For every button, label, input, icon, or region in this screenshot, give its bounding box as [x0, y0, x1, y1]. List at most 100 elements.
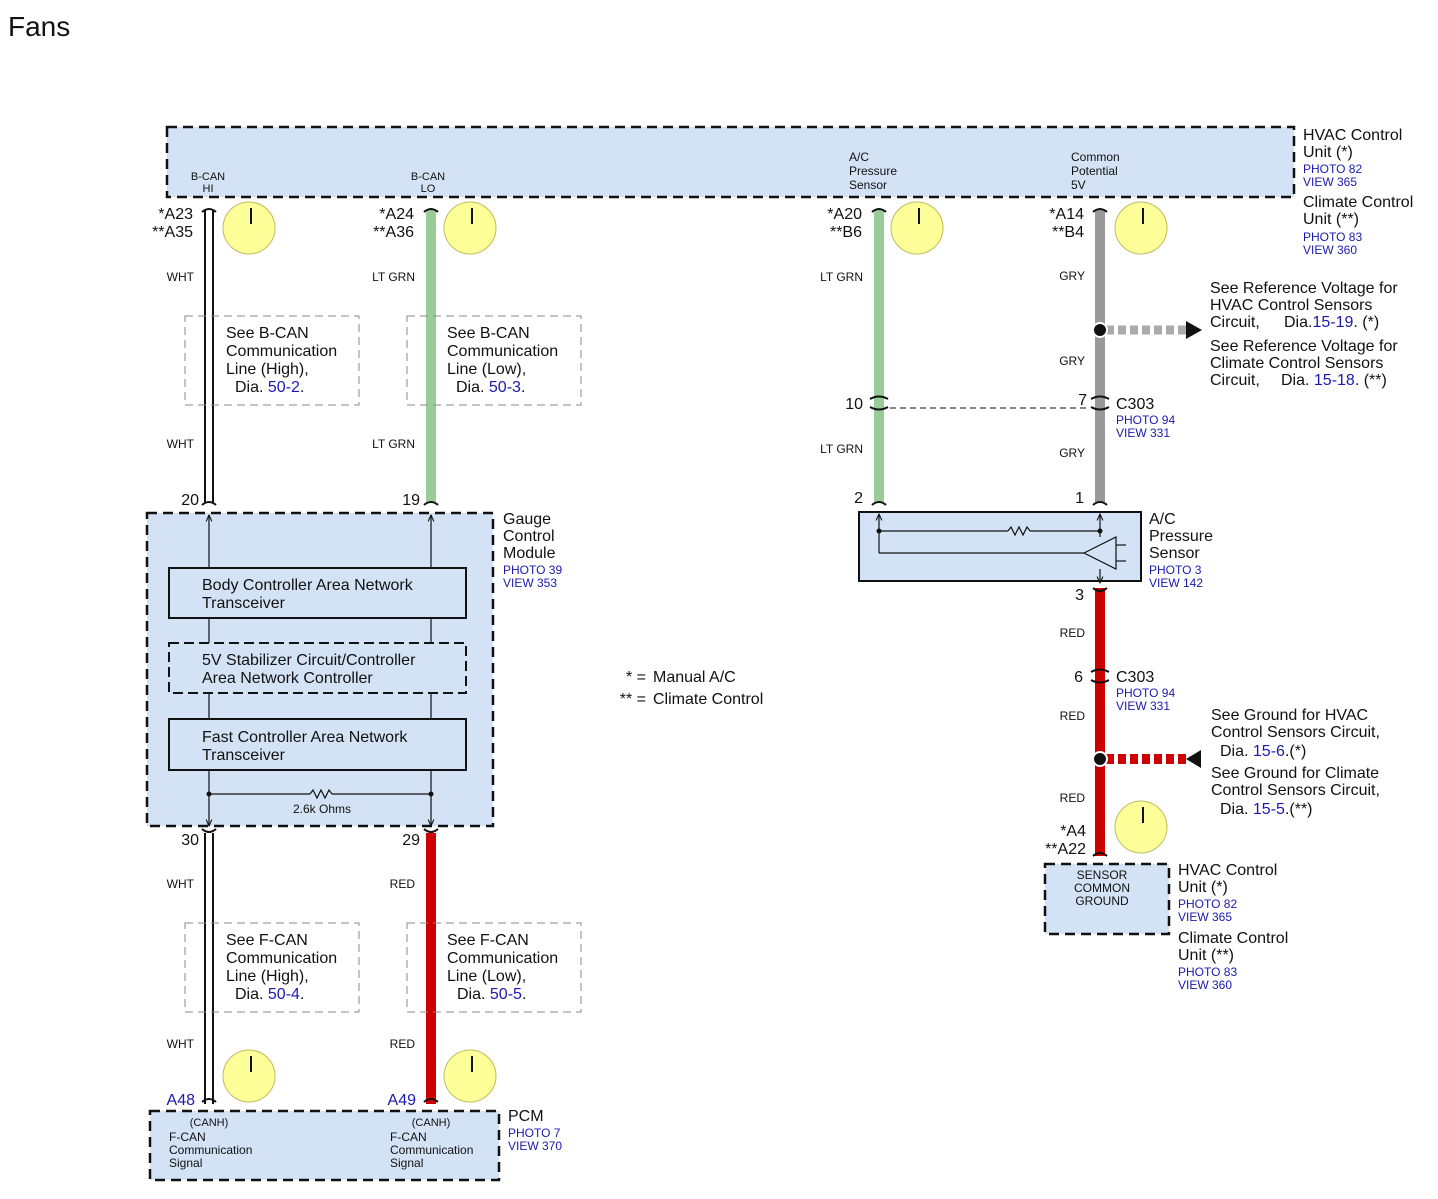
test-point-icon[interactable] — [1114, 201, 1168, 255]
svg-text:Dia.15-19. (*): Dia.15-19. (*) — [1284, 314, 1379, 331]
pcm-pin-a49[interactable]: A49 — [388, 1092, 417, 1109]
c303-photo-link[interactable]: PHOTO 94 — [1116, 413, 1175, 427]
ground-hvac-link[interactable]: 15-6 — [1253, 743, 1285, 760]
fast-can-transceiver-block — [168, 718, 467, 771]
pcm-pin-a48[interactable]: A48 — [167, 1092, 196, 1109]
test-point-icon[interactable] — [222, 1049, 276, 1103]
dia-end: . (*) — [1353, 314, 1379, 331]
terminal-a23: *A23**A35 — [152, 206, 193, 241]
ref-voltage-hvac-link[interactable]: 15-19 — [1312, 314, 1353, 331]
svg-text:Dia. 50-5.: Dia. 50-5. — [457, 986, 526, 1003]
wire-label-wht: WHT — [167, 1037, 195, 1051]
svg-text:Dia. 15-5.(**): Dia. 15-5.(**) — [1220, 801, 1313, 818]
svg-text:Dia. 50-3.: Dia. 50-3. — [456, 379, 525, 396]
stabilizer-block — [168, 642, 467, 694]
hvac-photo-link[interactable]: PHOTO 82 — [1178, 897, 1237, 911]
wire-label-wht: WHT — [167, 877, 195, 891]
hvac-view-link[interactable]: VIEW 365 — [1178, 910, 1232, 924]
gcm-pin-20: 20 — [181, 492, 199, 509]
wire-label-red: RED — [1060, 626, 1086, 640]
terminal-a20: *A20**B6 — [827, 206, 862, 241]
fcan-low-dia-link[interactable]: 50-5 — [490, 986, 522, 1003]
hvac-control-unit-box — [165, 125, 1296, 199]
ref-voltage-climate-link[interactable]: 15-18 — [1314, 372, 1355, 389]
climate-photo-link[interactable]: PHOTO 83 — [1303, 230, 1362, 244]
bcan-high-dia-link[interactable]: 50-2 — [268, 379, 300, 396]
gcm-resistor-label: 2.6k Ohms — [293, 802, 351, 816]
wire-label-red: RED — [1060, 791, 1086, 805]
legend-text-1: Manual A/C — [653, 669, 736, 686]
hvac-photo-link[interactable]: PHOTO 82 — [1303, 162, 1362, 176]
c303-view-link[interactable]: VIEW 331 — [1116, 426, 1170, 440]
dia-end: . (**) — [1355, 372, 1387, 389]
climate-view-link[interactable]: VIEW 360 — [1303, 243, 1357, 257]
wire-label-gry: GRY — [1059, 269, 1085, 283]
c303-view-link[interactable]: VIEW 331 — [1116, 699, 1170, 713]
gcm-photo-link[interactable]: PHOTO 39 — [503, 563, 562, 577]
test-point-icon[interactable] — [1114, 800, 1168, 854]
wire-label-gry: GRY — [1059, 446, 1085, 460]
gcm-view-link[interactable]: VIEW 353 — [503, 576, 557, 590]
test-point-icon[interactable] — [890, 201, 944, 255]
fcan-high-dia-link[interactable]: 50-4 — [268, 986, 300, 1003]
terminal-a14: *A14**B4 — [1049, 206, 1084, 241]
dia-label: Dia. — [1281, 372, 1309, 389]
c303-pin-6: 6 — [1074, 669, 1083, 686]
dia-end: .(**) — [1285, 801, 1313, 818]
pcm-canh-b: (CANH) — [412, 1117, 451, 1129]
test-point-icon[interactable] — [443, 201, 497, 255]
svg-text:Dia. 50-4.: Dia. 50-4. — [235, 986, 304, 1003]
c303-photo-link[interactable]: PHOTO 94 — [1116, 686, 1175, 700]
ac-sensor-view-link[interactable]: VIEW 142 — [1149, 576, 1203, 590]
climate-photo-link[interactable]: PHOTO 83 — [1178, 965, 1237, 979]
pcm-box — [148, 1109, 501, 1182]
dia-end: .(*) — [1285, 743, 1306, 760]
ac-sensor-photo-link[interactable]: PHOTO 3 — [1149, 563, 1202, 577]
dia-label: Dia. — [457, 986, 485, 1003]
test-points — [222, 201, 1168, 1103]
terminal-a24: *A24**A36 — [373, 206, 414, 241]
splice-point — [1092, 751, 1108, 767]
ref-voltage-arrow-icon — [1186, 321, 1202, 339]
ac-sensor-pin-1: 1 — [1075, 490, 1084, 507]
c303-pin-10: 10 — [845, 396, 863, 413]
wire-label-lt-grn: LT GRN — [372, 437, 415, 451]
bcan-low-dia-link[interactable]: 50-3 — [489, 379, 521, 396]
pcm-view-link[interactable]: VIEW 370 — [508, 1139, 562, 1153]
climate-view-link[interactable]: VIEW 360 — [1178, 978, 1232, 992]
pcm-label: PCM — [508, 1108, 544, 1125]
test-point-icon[interactable] — [222, 201, 276, 255]
ac-pressure-sensor-box — [858, 511, 1142, 582]
hvac-view-link[interactable]: VIEW 365 — [1303, 175, 1357, 189]
body-can-transceiver-block — [168, 567, 467, 619]
wire-label-red: RED — [390, 877, 416, 891]
svg-text:Dia. 15-6.(*): Dia. 15-6.(*) — [1220, 743, 1306, 760]
dia-end: . — [521, 379, 525, 396]
ground-climate-link[interactable]: 15-5 — [1253, 801, 1285, 818]
gcm-pin-29: 29 — [402, 832, 420, 849]
splice-point — [1092, 322, 1108, 338]
test-point-icon[interactable] — [443, 1049, 497, 1103]
pcm-canh-a: (CANH) — [190, 1117, 229, 1129]
pcm-photo-link[interactable]: PHOTO 7 — [508, 1126, 561, 1140]
svg-text:Dia. 50-2.: Dia. 50-2. — [235, 379, 304, 396]
dia-label: Dia. — [1220, 743, 1248, 760]
wire-label-lt-grn: LT GRN — [820, 270, 863, 284]
